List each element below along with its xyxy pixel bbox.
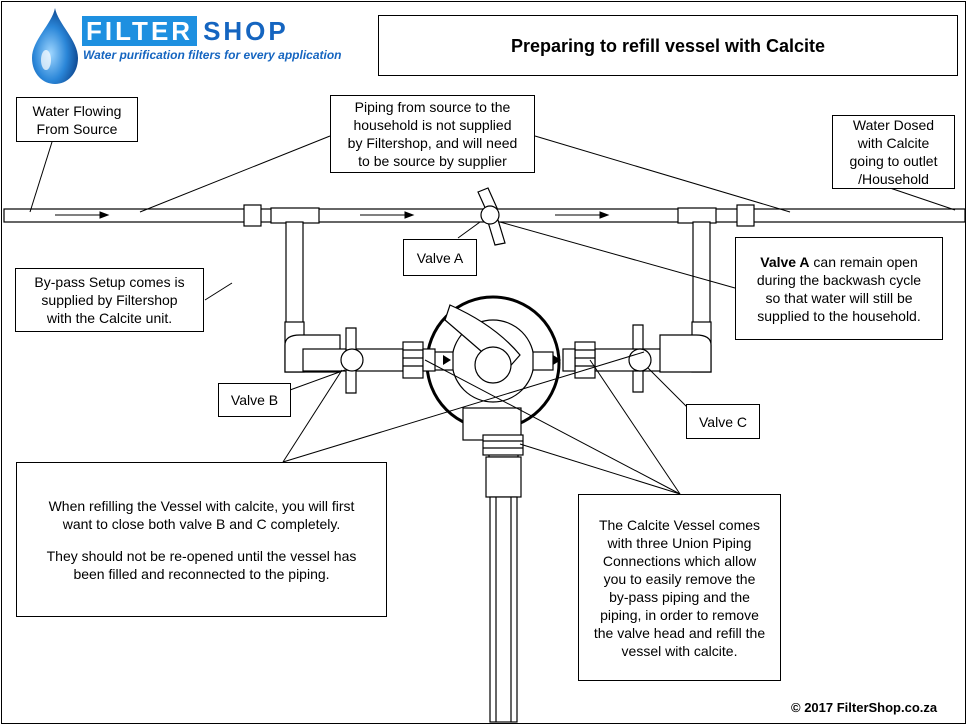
vessel-note-line: Connections which allow: [602, 552, 757, 569]
valve-c-label: Valve C: [686, 404, 760, 439]
valve-a-note-first-line: Valve A can remain open: [760, 253, 917, 271]
leader-lines: [29, 135, 956, 495]
piping-note-line: household is not supplied: [353, 117, 512, 133]
vessel-note-line: you to easily remove the: [603, 570, 756, 587]
outlet-pipe: [485, 434, 522, 723]
vessel-note-line: piping, in order to remove: [600, 606, 759, 623]
piping-note-line: to be source by supplier: [358, 153, 507, 169]
bypass-note-label: By-pass Setup comes is supplied by Filte…: [15, 268, 204, 332]
vessel-unions: [402, 341, 596, 456]
valve-a-note-line: supplied to the household.: [757, 307, 921, 324]
water-dosed-label: Water Dosed with Calcite going to outlet…: [832, 115, 955, 189]
piping-note-line: by Filtershop, and will need: [347, 135, 518, 151]
bypass-note-line: with the Calcite unit.: [46, 310, 173, 326]
valve-a-label: Valve A: [403, 239, 477, 276]
piping-note-label: Piping from source to the household is n…: [330, 95, 535, 173]
water-dosed-line: Water Dosed: [852, 117, 935, 133]
refill-note-line: want to close both valve B and C complet…: [62, 515, 341, 532]
vessel-note-line: with three Union Piping: [607, 534, 752, 551]
valve-a-note-bold: Valve A: [760, 253, 810, 270]
brand-name-part2: SHOP: [203, 16, 289, 46]
vessel-note-label: The Calcite Vessel comes with three Unio…: [578, 494, 781, 681]
valve-a-note-label: Valve A can remain open during the backw…: [735, 237, 943, 340]
main-pipe-unions: [243, 204, 755, 227]
refill-note-line: When refilling the Vessel with calcite, …: [48, 497, 355, 514]
bypass-arrows: [443, 355, 561, 365]
water-dosed-line: /Household: [858, 171, 929, 187]
refill-note-label: When refilling the Vessel with calcite, …: [16, 462, 387, 617]
vessel-note-line: The Calcite Vessel comes: [598, 516, 761, 533]
valve-b-label: Valve B: [218, 383, 291, 417]
valve-c: [628, 324, 652, 393]
water-drop-icon: [32, 8, 78, 84]
valve-a: [477, 187, 506, 246]
vessel-valve-head: [425, 295, 561, 441]
copyright-text: © 2017 FilterShop.co.za: [791, 700, 938, 715]
refill-note-line: They should not be re-opened until the v…: [46, 547, 357, 564]
brand-name-part1: FILTER: [82, 16, 198, 46]
water-dosed-line: with Calcite: [857, 135, 930, 151]
valve-a-note-rest: can remain open: [809, 253, 918, 270]
bypass-note-line: By-pass Setup comes is: [34, 274, 185, 290]
refill-note-line: been filled and reconnected to the pipin…: [73, 565, 330, 582]
water-source-line: From Source: [36, 120, 118, 137]
valve-a-note-line: so that water will still be: [765, 289, 913, 306]
vessel-note-line: the valve head and refill the: [593, 624, 766, 641]
flow-arrows: [55, 211, 610, 219]
vessel-note-line: vessel with calcite.: [621, 642, 738, 659]
brand-tagline: Water purification filters for every app…: [83, 48, 342, 62]
piping-note-line: Piping from source to the: [354, 99, 511, 115]
valve-a-note-line: during the backwash cycle: [756, 271, 922, 288]
water-dosed-line: going to outlet: [849, 153, 938, 169]
vessel-note-line: by-pass piping and the: [609, 588, 750, 605]
water-source-label: Water Flowing From Source: [16, 97, 138, 142]
bypass-note-line: supplied by Filtershop: [41, 292, 178, 308]
page-title: Preparing to refill vessel with Calcite: [378, 15, 958, 76]
valve-b: [340, 327, 364, 394]
water-source-line: Water Flowing: [32, 102, 122, 119]
